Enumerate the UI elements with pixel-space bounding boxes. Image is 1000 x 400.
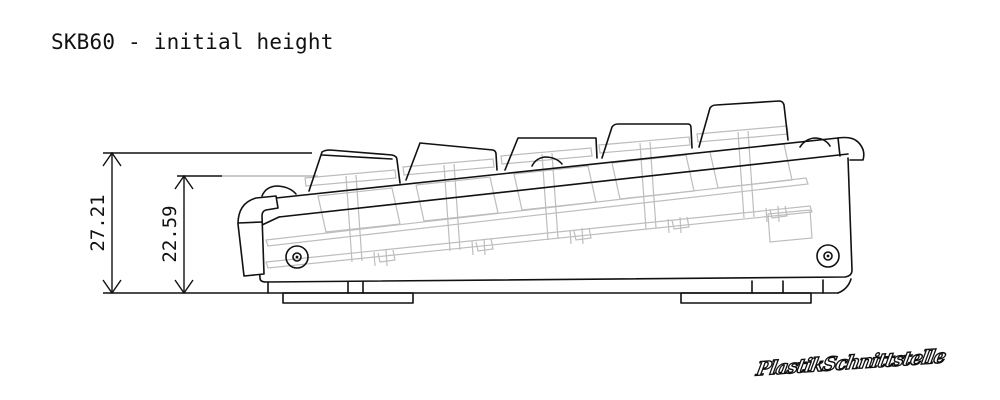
dimension-label-overall: 27.21 [87, 194, 109, 251]
rubber-foot-right [680, 292, 812, 304]
keycap-1 [308, 149, 401, 192]
keycap-5 [698, 100, 789, 148]
keycaps [308, 100, 789, 192]
rubber-foot-left [282, 292, 414, 304]
screw-left [285, 245, 309, 269]
dimension-overall-height: 27.21 [87, 151, 312, 295]
screw-right [816, 244, 840, 268]
keycap-4 [601, 123, 693, 159]
page-title: SKB60 - initial height [51, 30, 334, 54]
dimension-label-case: 22.59 [159, 205, 181, 262]
keycap-2 [405, 142, 498, 181]
top-knobs [261, 137, 831, 197]
case [237, 136, 865, 283]
keycap-3 [504, 137, 598, 171]
dimension-case-height: 22.59 [159, 174, 318, 295]
internal-switches [265, 125, 813, 269]
